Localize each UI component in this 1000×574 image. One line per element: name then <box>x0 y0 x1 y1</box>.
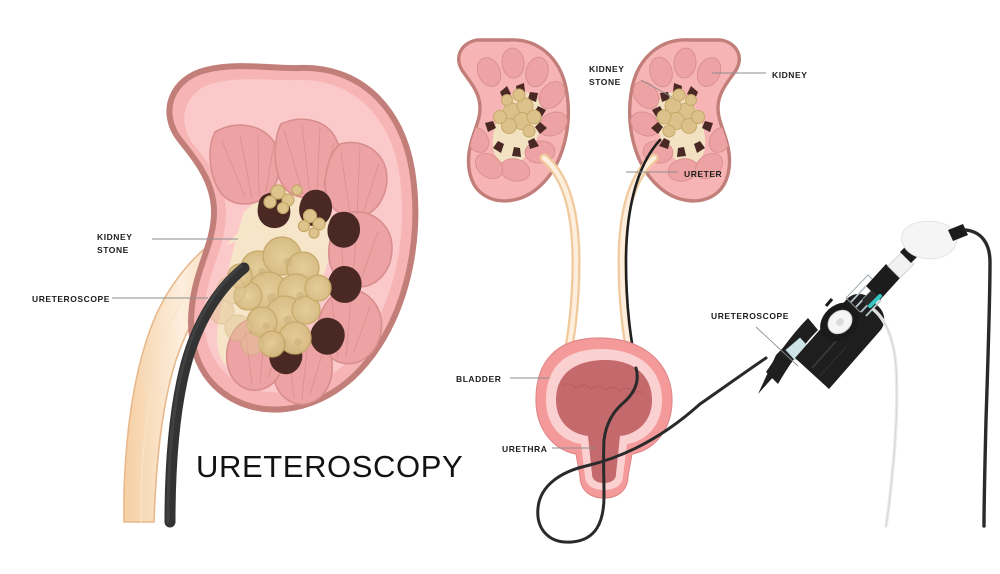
tract-kidney-left <box>457 38 581 369</box>
left-kidney-stone-cluster <box>209 184 332 358</box>
scope-cable-path <box>536 366 702 544</box>
urinary-tract-illustration: KIDNEY KIDNEY STONE URETER BLADDER URETH… <box>456 38 807 544</box>
label-ureteroscope-right-text: URETEROSCOPE <box>711 311 789 321</box>
scope-in-right-ureter <box>624 138 662 370</box>
label-kidney-stone-middle: KIDNEY STONE <box>589 64 673 98</box>
label-ureter-text: URETER <box>684 169 722 179</box>
left-panel-labels: KIDNEY STONE URETEROSCOPE <box>32 232 238 304</box>
label-urethra: URETHRA <box>502 444 596 454</box>
tract-kidney-right <box>617 38 741 370</box>
leader-kidney-stone-middle <box>640 79 673 98</box>
scope-light-cable <box>964 228 992 528</box>
scope-irrigation-port <box>862 290 899 528</box>
label-bladder-text: BLADDER <box>456 374 501 384</box>
leader-ureteroscope-right <box>755 326 799 367</box>
label-kidney: KIDNEY <box>712 70 807 80</box>
tract-stone-left <box>493 88 542 138</box>
scope-deflection-wheel <box>820 298 860 342</box>
right-panel-labels: URETEROSCOPE <box>711 311 799 367</box>
label-ureteroscope-left: URETEROSCOPE <box>32 294 208 304</box>
label-bladder: BLADDER <box>456 374 550 384</box>
left-kidney-illustration: KIDNEY STONE URETEROSCOPE URETEROSCOPY <box>32 63 463 528</box>
scope-handle-body <box>795 293 885 389</box>
label-kidney-stone-left: KIDNEY STONE <box>97 232 238 255</box>
middle-panel-labels: KIDNEY KIDNEY STONE URETER BLADDER URETH… <box>456 64 807 454</box>
label-kidney-stone-left-line1: KIDNEY <box>97 232 132 242</box>
scope-insertion-shaft <box>698 356 768 406</box>
label-ureter: URETER <box>626 169 722 179</box>
figure-title: URETEROSCOPY <box>196 449 463 484</box>
scope-eyepiece-head <box>901 220 968 260</box>
label-kidney-text: KIDNEY <box>772 70 807 80</box>
tract-stone-right <box>656 88 705 138</box>
label-ureteroscope-left-line1: URETEROSCOPE <box>32 294 110 304</box>
label-urethra-text: URETHRA <box>502 444 547 454</box>
label-kidney-stone-middle-line2: STONE <box>589 77 621 87</box>
ureteroscope-device: URETEROSCOPE <box>698 220 992 528</box>
left-kidney-body <box>166 63 419 413</box>
label-kidney-stone-left-line2: STONE <box>97 245 129 255</box>
label-kidney-stone-middle-line1: KIDNEY <box>589 64 624 74</box>
left-ureteroscope-shaft <box>164 262 250 528</box>
label-ureteroscope-right: URETEROSCOPE <box>711 311 799 367</box>
